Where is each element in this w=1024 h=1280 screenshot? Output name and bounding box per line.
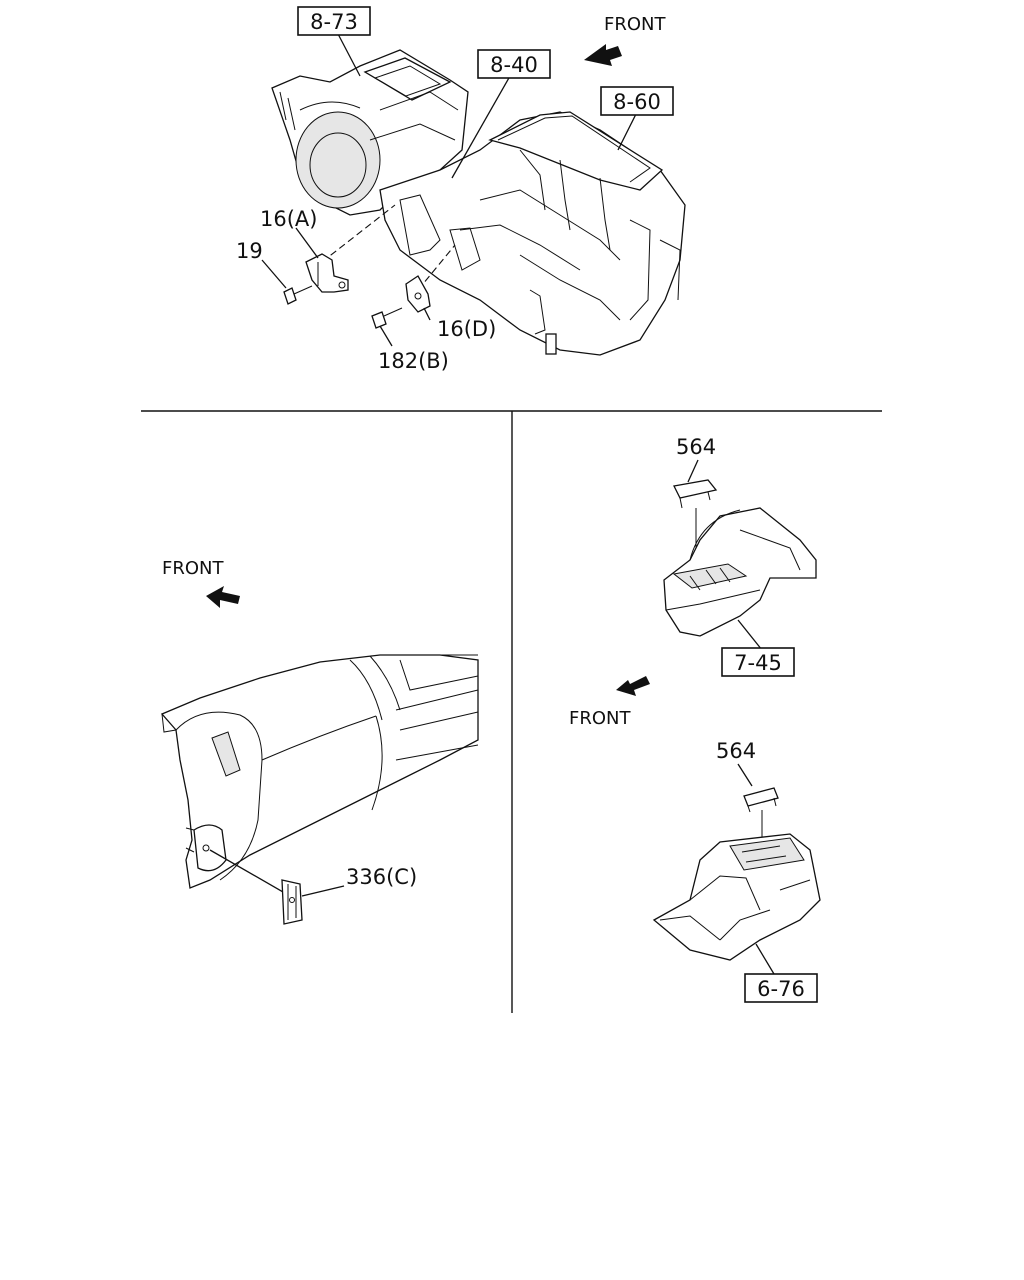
ref-box-8-40[interactable]: 8-40 <box>477 49 551 79</box>
switch-cover-564-top <box>673 479 718 509</box>
ref-box-6-76[interactable]: 6-76 <box>744 973 818 1003</box>
leader-16a <box>295 227 319 259</box>
leader-564-top <box>687 459 699 483</box>
bracket-336c <box>281 879 303 925</box>
front-label-top: FRONT <box>604 14 666 35</box>
floor-console-6-76 <box>652 833 821 961</box>
floor-console-7-45 <box>663 507 817 637</box>
label-564-top: 564 <box>676 435 716 459</box>
mount-leader-16a <box>321 204 396 263</box>
front-label-left: FRONT <box>162 558 224 579</box>
console-section: 564 7-45 FRONT 564 <box>569 435 821 1003</box>
mount-leader-16d <box>417 244 456 291</box>
leader-16d <box>423 307 431 321</box>
label-182b: 182(B) <box>378 349 449 373</box>
ref-box-8-60[interactable]: 8-60 <box>600 86 674 116</box>
ref-8-60-label: 8-60 <box>613 90 661 114</box>
front-arrow-left: FRONT <box>162 558 240 608</box>
label-564-bottom: 564 <box>716 739 756 763</box>
ref-6-76-label: 6-76 <box>757 977 805 1001</box>
leader-564-bottom <box>737 763 753 787</box>
ref-box-7-45[interactable]: 7-45 <box>721 647 795 677</box>
dashboard-drawing <box>160 654 479 889</box>
mount-leader-336c <box>209 849 291 897</box>
label-16a: 16(A) <box>260 207 317 231</box>
leader-336c <box>301 885 345 897</box>
bracket-16d <box>405 275 431 313</box>
front-direction-arrow-icon <box>584 44 622 66</box>
front-direction-arrow-icon <box>616 676 650 696</box>
front-label-right: FRONT <box>569 708 631 729</box>
leader-8-60 <box>617 113 637 151</box>
leader-7-45 <box>737 619 763 651</box>
ref-box-8-73[interactable]: 8-73 <box>297 6 371 36</box>
leader-182b <box>379 325 393 347</box>
ref-7-45-label: 7-45 <box>734 651 782 675</box>
hvac-assembly: 8-73 8-40 8-60 16(A) 19 16(D) 182(B) FRO… <box>236 6 686 373</box>
front-arrow-right: FRONT <box>569 676 650 729</box>
ref-8-40-label: 8-40 <box>490 53 538 77</box>
label-16d: 16(D) <box>437 317 496 341</box>
leader-8-40 <box>451 75 511 179</box>
instrument-panel-section: FRONT 336(C) <box>160 558 479 925</box>
bolt-19 <box>283 285 313 305</box>
heater-unit-drawing <box>379 111 686 356</box>
blower-unit-drawing <box>271 49 469 216</box>
leader-19 <box>261 259 287 289</box>
bolt-182b <box>371 307 403 329</box>
leader-8-73 <box>336 31 361 77</box>
bracket-16a <box>305 253 349 293</box>
front-direction-arrow-icon <box>206 586 240 608</box>
label-19: 19 <box>236 239 263 263</box>
label-336c: 336(C) <box>346 865 417 889</box>
leader-6-76 <box>755 943 775 975</box>
ref-8-73-label: 8-73 <box>310 10 358 34</box>
switch-cover-564-bottom <box>743 787 779 813</box>
front-arrow-top: FRONT <box>584 14 666 66</box>
